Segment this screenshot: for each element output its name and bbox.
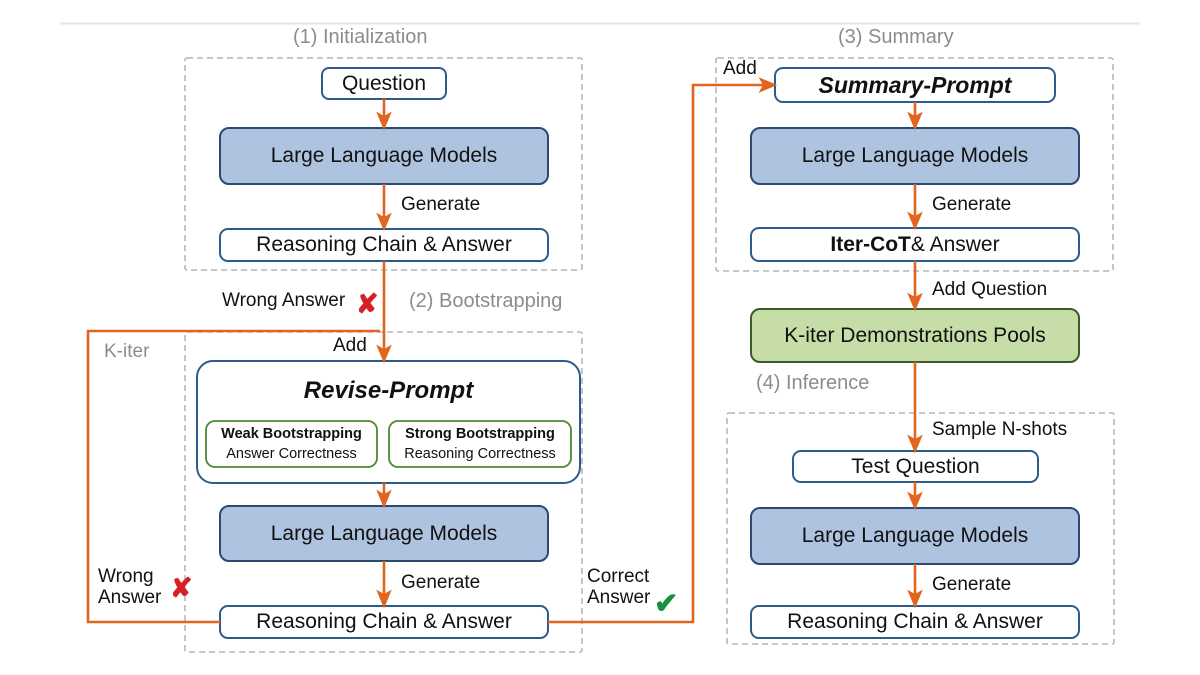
node-chain-bootstrapping[interactable]	[219, 605, 549, 639]
cross-icon-left: ✘	[170, 573, 193, 603]
panel-bootstrapping	[184, 331, 583, 653]
section-title-initialization: (1) Initialization	[293, 26, 428, 48]
section-title-bootstrapping: (2) Bootstrapping	[409, 290, 563, 312]
loop-correct-answer-to-summary	[548, 77, 778, 624]
edge-label-correct-answer: Correct Answer	[587, 566, 651, 608]
node-iter-cot[interactable]	[750, 227, 1080, 262]
node-summary-prompt[interactable]	[774, 67, 1056, 103]
edge-label-add-question: Add Question	[932, 279, 1048, 300]
node-strong-bootstrapping[interactable]	[388, 420, 572, 468]
edge-label-add-summary: Add	[723, 58, 757, 79]
node-chain-initialization[interactable]	[219, 228, 549, 262]
edge-label-wrong-answer-left: Wrong Answer	[98, 566, 162, 608]
node-llm-initialization[interactable]	[219, 127, 549, 185]
edge-label-generate-summary: Generate	[932, 194, 1012, 215]
node-test-question[interactable]	[792, 450, 1039, 483]
node-llm-bootstrapping[interactable]	[219, 505, 549, 562]
node-chain-inference[interactable]	[750, 605, 1080, 639]
node-llm-inference[interactable]	[750, 507, 1080, 565]
edge-label-generate-initialization: Generate	[401, 194, 481, 215]
panel-inference	[726, 412, 1115, 645]
loop-k-iter-wrong-answer	[86, 329, 380, 624]
edge-label-generate-bootstrapping: Generate	[401, 572, 481, 593]
node-weak-bootstrapping[interactable]	[205, 420, 378, 468]
section-title-summary: (3) Summary	[838, 26, 954, 48]
label-k-iter: K-iter	[104, 341, 150, 362]
section-title-inference: (4) Inference	[756, 372, 870, 394]
node-question[interactable]	[321, 67, 447, 100]
edge-label-sample-n-shots: Sample N-shots	[932, 419, 1068, 440]
edge-label-generate-inference: Generate	[932, 574, 1012, 595]
edge-label-wrong-answer-top: Wrong Answer	[222, 290, 346, 311]
edge-label-add-bootstrapping: Add	[333, 335, 367, 356]
node-llm-summary[interactable]	[750, 127, 1080, 185]
cross-icon-top: ✘	[356, 289, 379, 319]
node-demonstrations-pool[interactable]	[750, 308, 1080, 363]
check-icon-correct: ✔	[654, 588, 679, 620]
